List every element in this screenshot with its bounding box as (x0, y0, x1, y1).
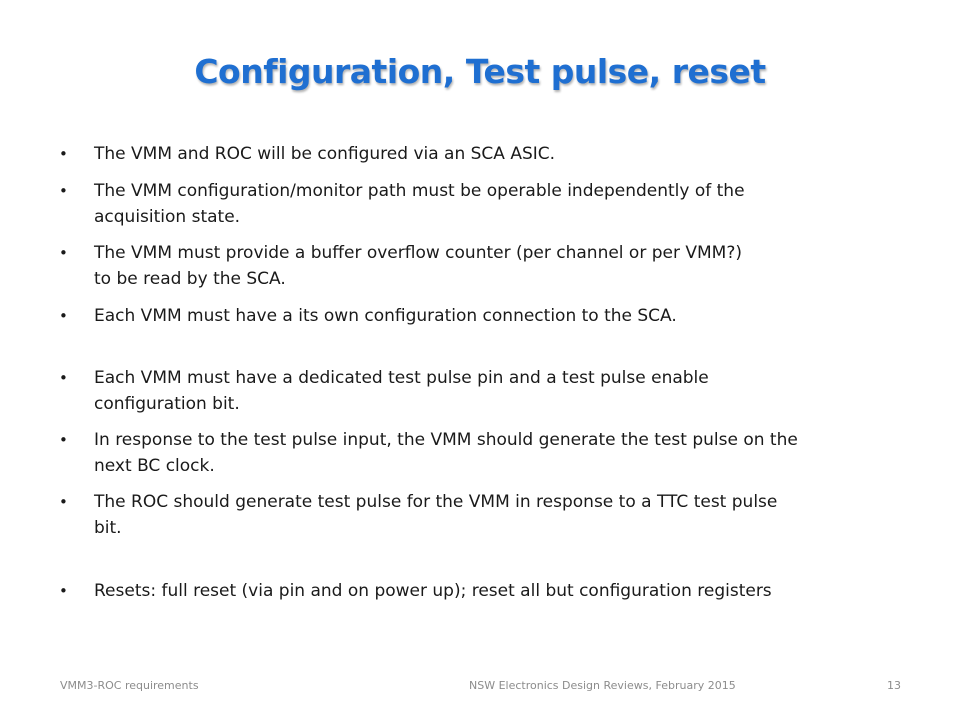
bullet-icon: • (59, 582, 68, 600)
bullet-text-line: The ROC should generate test pulse for t… (94, 492, 778, 512)
bullet-item: • Resets: full reset (via pin and on pow… (59, 578, 914, 604)
bullet-icon: • (59, 431, 68, 449)
bullet-text-line: bit. (94, 518, 122, 538)
bullet-icon: • (59, 493, 68, 511)
bullet-icon: • (59, 307, 68, 325)
bullet-text-line: next BC clock. (94, 456, 215, 476)
slide-title: Configuration, Test pulse, reset (194, 52, 766, 91)
bullet-item: • The VMM must provide a buffer overflow… (59, 240, 914, 292)
bullet-text-line: In response to the test pulse input, the… (94, 430, 798, 450)
bullet-icon: • (59, 244, 68, 262)
bullet-icon: • (59, 369, 68, 387)
footer-left-text: VMM3-ROC requirements (60, 679, 199, 692)
bullet-item: • The VMM configuration/monitor path mus… (59, 178, 914, 230)
bullet-text-line: Resets: full reset (via pin and on power… (94, 581, 772, 601)
bullet-icon: • (59, 182, 68, 200)
bullet-text-line: acquisition state. (94, 207, 241, 227)
bullet-item: • The ROC should generate test pulse for… (59, 489, 914, 541)
bullet-item: • Each VMM must have a its own configura… (59, 303, 914, 329)
bullet-item: • Each VMM must have a dedicated test pu… (59, 365, 914, 417)
bullet-item: • In response to the test pulse input, t… (59, 427, 914, 479)
footer-center-text: NSW Electronics Design Reviews, February… (469, 679, 736, 692)
page-number: 13 (887, 679, 901, 692)
bullet-text-line: Each VMM must have a dedicated test puls… (94, 368, 709, 388)
bullet-item: • The VMM and ROC will be configured via… (59, 141, 914, 167)
bullet-icon: • (59, 145, 68, 163)
bullet-text-line: The VMM must provide a buffer overflow c… (94, 243, 742, 263)
bullet-text-line: to be read by the SCA. (94, 269, 286, 289)
bullet-text-line: The VMM and ROC will be configured via a… (94, 144, 556, 164)
bullet-text-line: Each VMM must have a its own configurati… (94, 306, 677, 326)
bullet-text-line: configuration bit. (94, 394, 240, 414)
bullet-text-line: The VMM configuration/monitor path must … (94, 181, 745, 201)
